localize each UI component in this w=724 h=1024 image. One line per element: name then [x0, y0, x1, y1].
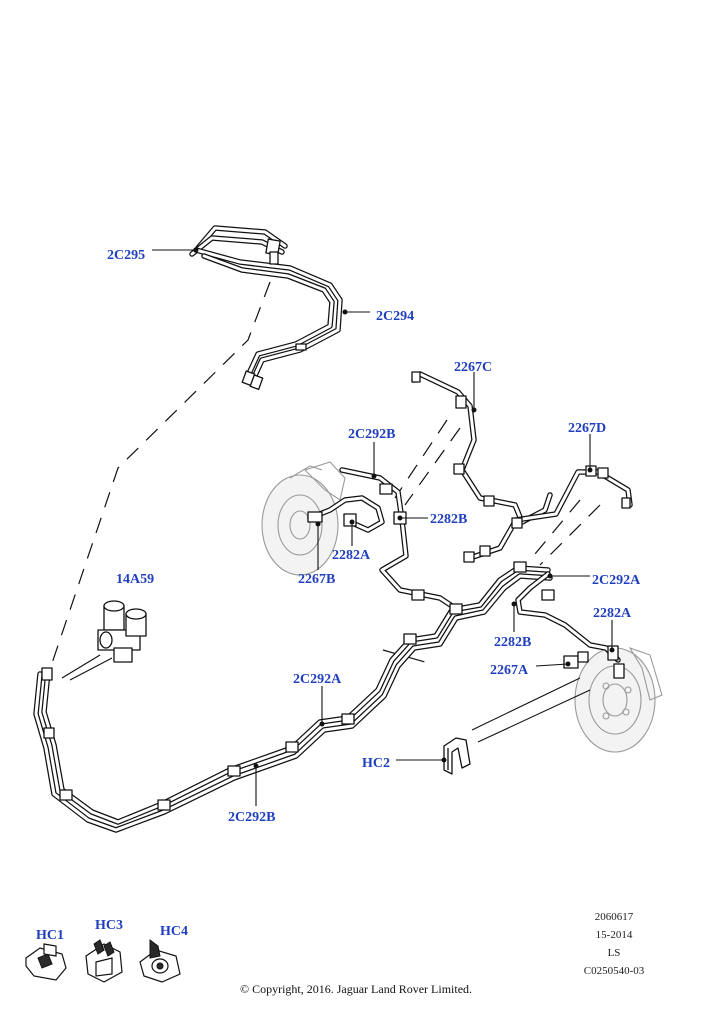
reference-block: 2060617 15-2014 LS C0250540-03 — [584, 911, 645, 977]
label-2c292b-bottom[interactable]: 2C292B — [228, 810, 275, 825]
projection-lines — [47, 281, 601, 743]
proj-line-14a59-b — [69, 657, 113, 681]
label-2282b-right[interactable]: 2282B — [494, 635, 531, 650]
pipe-fittings — [41, 238, 631, 811]
connector-14a59 — [97, 600, 147, 663]
label-hc4[interactable]: HC4 — [160, 924, 188, 939]
pipe-2267d — [467, 469, 633, 561]
leader-lines — [152, 247, 615, 806]
ref-line-3: LS — [608, 947, 621, 959]
label-2282a-top[interactable]: 2282A — [332, 548, 371, 563]
clip-hc1 — [25, 943, 67, 981]
label-hc3[interactable]: HC3 — [95, 918, 123, 933]
label-14a59[interactable]: 14A59 — [116, 572, 154, 587]
pipe-rear-hose — [515, 571, 621, 663]
proj-line-hc2-b — [477, 689, 591, 743]
label-2c292a-right[interactable]: 2C292A — [592, 573, 641, 588]
dashed-line-2267d-b — [539, 504, 601, 566]
label-hc2[interactable]: HC2 — [362, 756, 390, 771]
label-2282b-top[interactable]: 2282B — [430, 512, 467, 527]
dashed-line-2267c-b — [404, 427, 461, 506]
pipe-front-hose — [307, 495, 385, 533]
copyright-text: © Copyright, 2016. Jaguar Land Rover Lim… — [240, 982, 472, 996]
ref-line-4: C0250540-03 — [584, 965, 645, 977]
label-2267b[interactable]: 2267B — [298, 572, 335, 587]
front-brake-disc-ghost — [261, 461, 346, 576]
label-2267d[interactable]: 2267D — [568, 421, 606, 436]
ref-line-1: 2060617 — [595, 911, 634, 923]
pipe-2c292b-front — [339, 467, 461, 613]
label-2267a[interactable]: 2267A — [490, 663, 529, 678]
label-2c295[interactable]: 2C295 — [107, 248, 145, 263]
proj-line-hc2-a — [471, 677, 581, 731]
label-2c292a-mid[interactable]: 2C292A — [293, 672, 342, 687]
clip-hc3 — [85, 939, 123, 983]
pipe-2267c — [411, 371, 553, 525]
dashed-line-mid — [382, 649, 433, 665]
labels: 2C295 2C294 2267C 2C292B 2267D 2282B 228… — [36, 248, 641, 943]
label-2267c[interactable]: 2267C — [454, 360, 492, 375]
dashed-line-2267d-a — [529, 499, 581, 561]
label-2282a-right[interactable]: 2282A — [593, 606, 632, 621]
proj-line-14a59-a — [61, 654, 101, 679]
label-2c292b-top[interactable]: 2C292B — [348, 427, 395, 442]
dashed-line-2267c-a — [394, 419, 448, 499]
ref-line-2: 15-2014 — [596, 929, 633, 941]
clip-hc4 — [139, 939, 181, 983]
dashed-line-2c295 — [47, 281, 271, 676]
label-hc1[interactable]: HC1 — [36, 928, 64, 943]
clip-hc2 — [443, 737, 471, 775]
label-2c294[interactable]: 2C294 — [376, 309, 414, 324]
